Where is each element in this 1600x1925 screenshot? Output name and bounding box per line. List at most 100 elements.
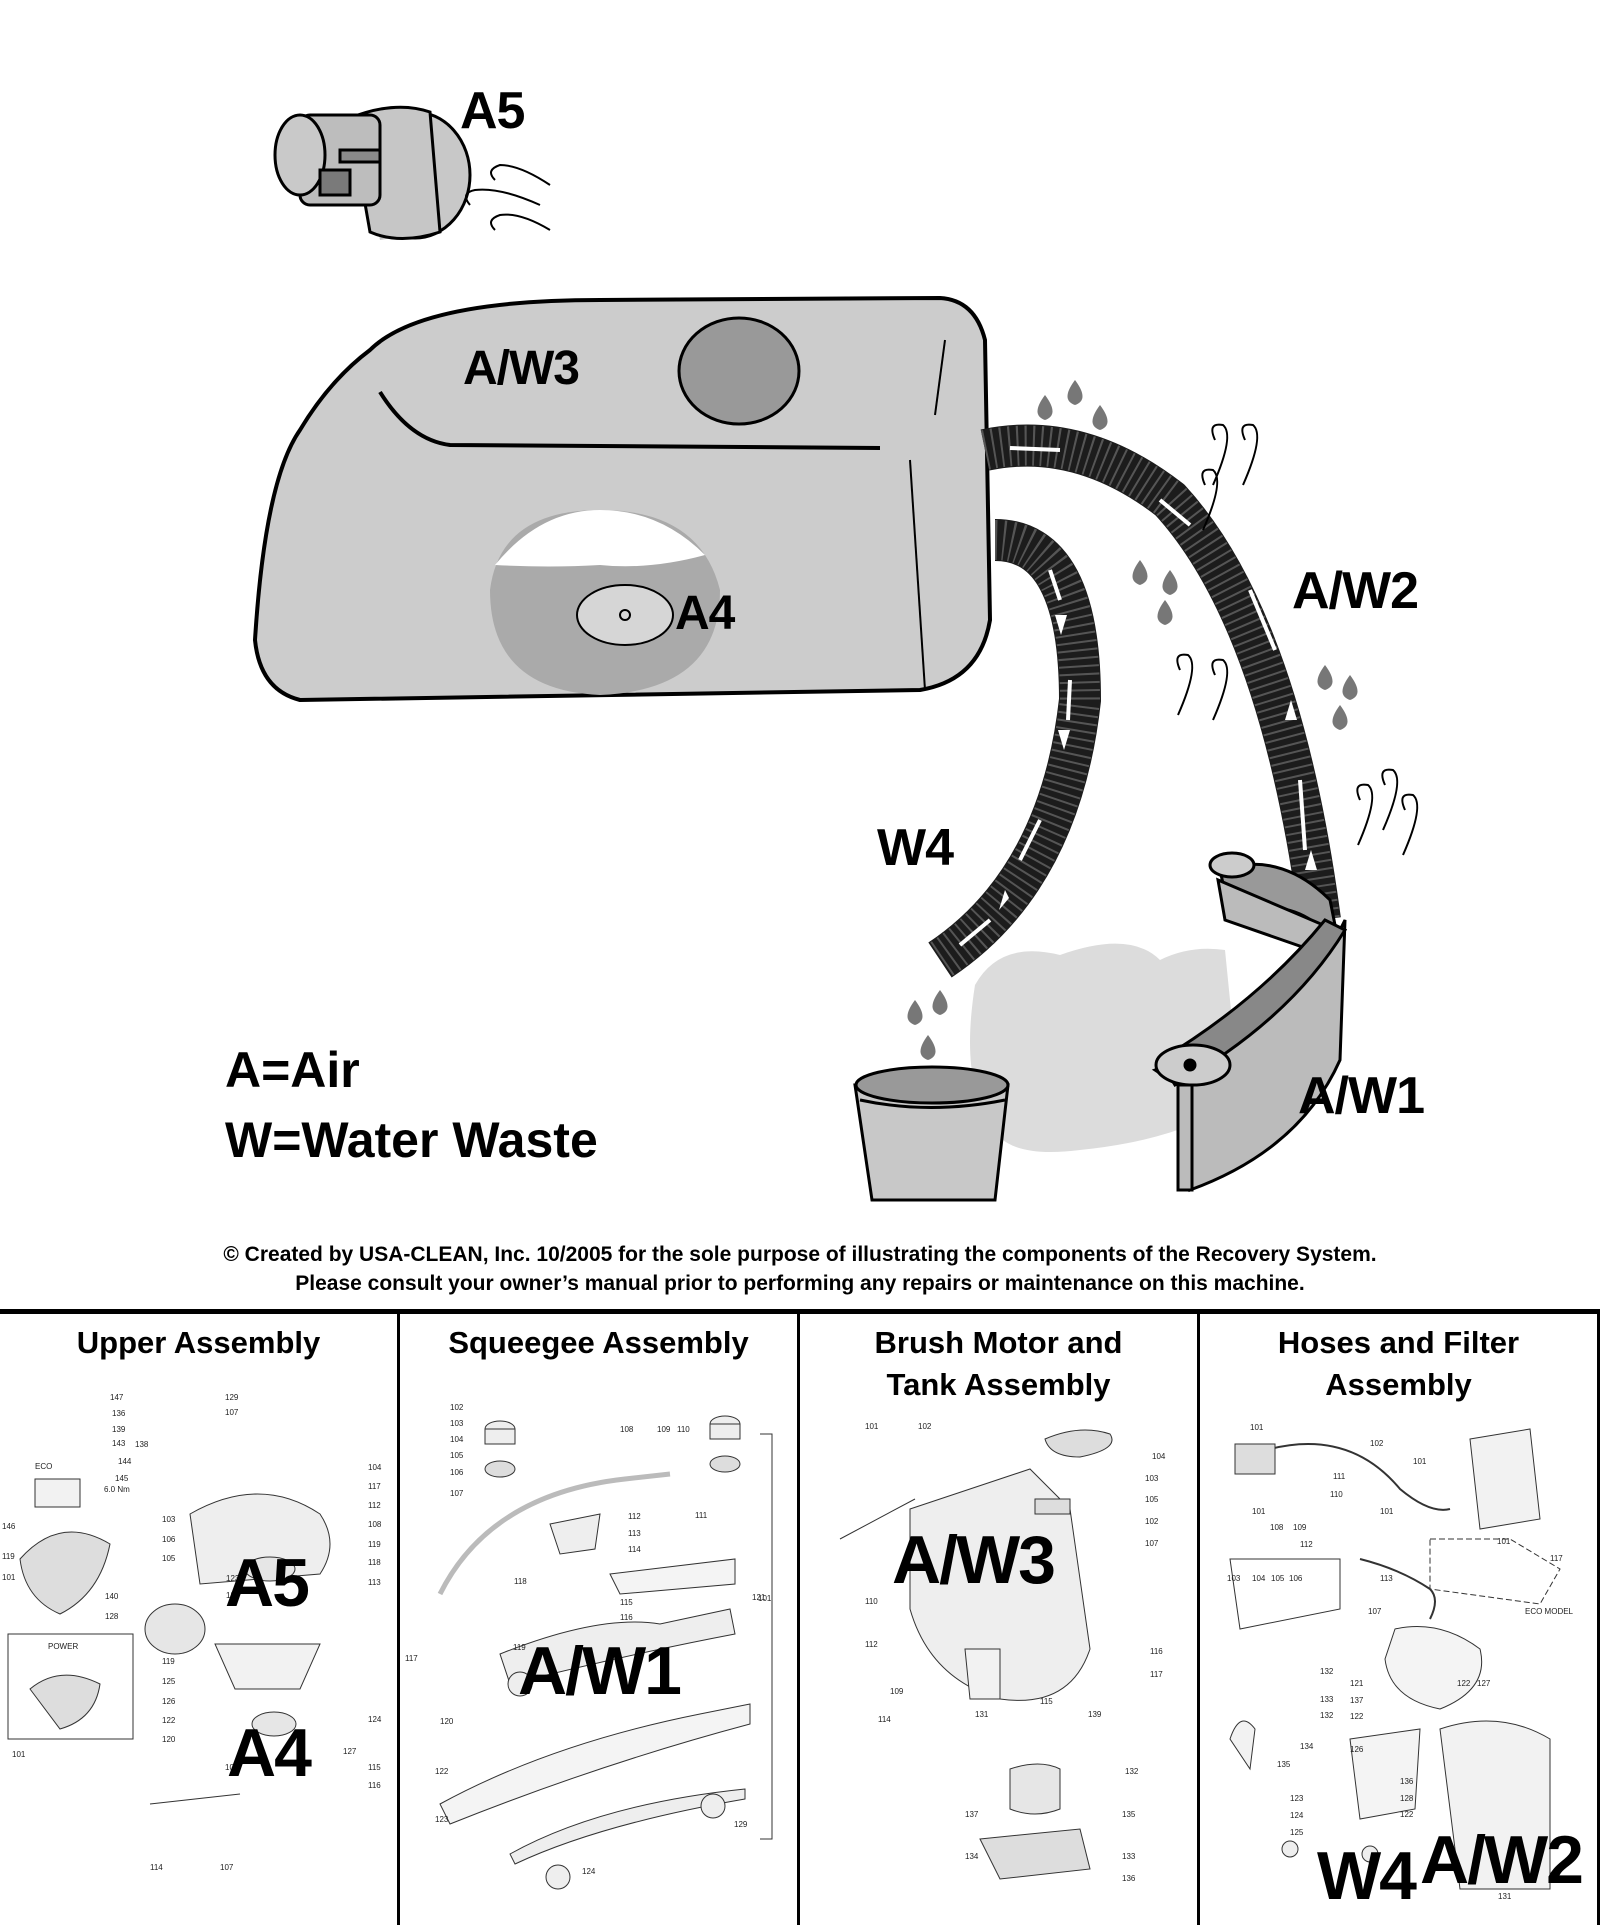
svg-text:134: 134 [1300,1742,1314,1751]
svg-text:103: 103 [1227,1574,1241,1583]
svg-text:115: 115 [620,1598,633,1607]
overlay-w4: W4 [1317,1838,1417,1914]
svg-text:108: 108 [1270,1523,1284,1532]
svg-text:109: 109 [657,1425,671,1434]
svg-text:101: 101 [1252,1507,1266,1516]
overlay-aw1: A/W1 [518,1633,682,1709]
svg-text:101: 101 [1497,1537,1511,1546]
svg-text:102: 102 [1145,1517,1159,1526]
svg-text:105: 105 [450,1451,464,1460]
credit-notice: © Created by USA-CLEAN, Inc. 10/2005 for… [0,1240,1600,1298]
svg-text:145: 145 [115,1474,129,1483]
svg-text:125: 125 [162,1677,176,1686]
svg-text:133: 133 [1122,1852,1136,1861]
svg-text:147: 147 [110,1393,124,1402]
overlay-aw3: A/W3 [892,1522,1056,1598]
svg-text:117: 117 [1550,1554,1563,1563]
label-a4: A4 [675,587,735,640]
svg-text:122: 122 [1350,1712,1364,1721]
svg-text:115: 115 [368,1763,381,1772]
hose-aw2 [980,424,1341,923]
svg-text:132: 132 [1320,1711,1334,1720]
svg-text:124: 124 [368,1715,382,1724]
svg-text:107: 107 [220,1863,234,1872]
svg-text:122: 122 [1400,1810,1414,1819]
svg-text:132: 132 [1125,1767,1139,1776]
svg-text:146: 146 [2,1522,16,1531]
credit-line-2: Please consult your owner’s manual prior… [295,1272,1305,1295]
svg-text:101: 101 [758,1594,772,1603]
svg-text:101: 101 [865,1422,879,1431]
svg-text:136: 136 [1122,1874,1136,1883]
legend-water: W=Water Waste [225,1112,598,1168]
svg-text:137: 137 [965,1810,979,1819]
svg-text:110: 110 [1330,1490,1343,1499]
svg-text:121: 121 [1350,1679,1364,1688]
svg-text:127: 127 [1477,1679,1491,1688]
svg-text:109: 109 [1293,1523,1307,1532]
svg-text:124: 124 [582,1867,596,1876]
svg-text:124: 124 [1290,1811,1304,1820]
svg-text:129: 129 [734,1820,748,1829]
svg-text:114: 114 [150,1863,163,1872]
svg-text:109: 109 [890,1687,904,1696]
svg-text:144: 144 [118,1457,132,1466]
svg-text:138: 138 [135,1440,149,1449]
legend: A=Air W=Water Waste [225,1035,598,1175]
svg-text:105: 105 [162,1554,176,1563]
svg-text:110: 110 [677,1425,690,1434]
svg-text:118: 118 [514,1577,527,1586]
svg-text:101: 101 [12,1750,26,1759]
svg-text:127: 127 [343,1747,357,1756]
panel-title: Brush Motor and Tank Assembly [800,1322,1197,1406]
air-swirl-icon [465,163,551,231]
svg-text:107: 107 [450,1489,464,1498]
svg-text:119: 119 [2,1552,15,1561]
svg-text:118: 118 [368,1558,381,1567]
svg-text:108: 108 [368,1520,382,1529]
svg-text:114: 114 [878,1715,891,1724]
svg-text:133: 133 [1320,1695,1334,1704]
svg-text:POWER: POWER [48,1642,78,1651]
svg-text:116: 116 [620,1613,633,1622]
svg-text:104: 104 [450,1435,464,1444]
svg-text:140: 140 [105,1592,119,1601]
svg-text:107: 107 [1145,1539,1159,1548]
svg-text:103: 103 [1145,1474,1159,1483]
air-swirl-icon [1176,423,1419,856]
svg-text:102: 102 [918,1422,932,1431]
svg-text:136: 136 [112,1409,126,1418]
svg-text:112: 112 [865,1640,878,1649]
svg-text:101: 101 [1413,1457,1427,1466]
svg-text:ECO MODEL: ECO MODEL [1525,1607,1574,1616]
svg-text:113: 113 [628,1529,641,1538]
svg-text:131: 131 [975,1710,989,1719]
svg-text:102: 102 [1370,1439,1384,1448]
label-a5: A5 [460,82,525,140]
floor-puddle [970,943,1240,1152]
svg-text:143: 143 [112,1439,126,1448]
svg-text:132: 132 [1320,1667,1334,1676]
svg-text:131: 131 [1498,1892,1512,1901]
svg-text:128: 128 [1400,1794,1414,1803]
svg-text:125: 125 [1290,1828,1304,1837]
svg-text:119: 119 [162,1657,175,1666]
svg-text:120: 120 [162,1735,176,1744]
svg-text:111: 111 [695,1511,708,1520]
svg-text:122: 122 [1457,1679,1471,1688]
svg-text:103: 103 [225,1763,239,1772]
svg-text:101: 101 [1250,1423,1264,1432]
svg-text:115: 115 [1040,1697,1053,1706]
vacuum-motor-a5 [273,105,472,240]
svg-text:106: 106 [1289,1574,1303,1583]
svg-text:113: 113 [1380,1574,1393,1583]
credit-line-1: © Created by USA-CLEAN, Inc. 10/2005 for… [223,1243,1377,1266]
svg-text:119: 119 [368,1540,381,1549]
svg-text:126: 126 [1350,1745,1364,1754]
